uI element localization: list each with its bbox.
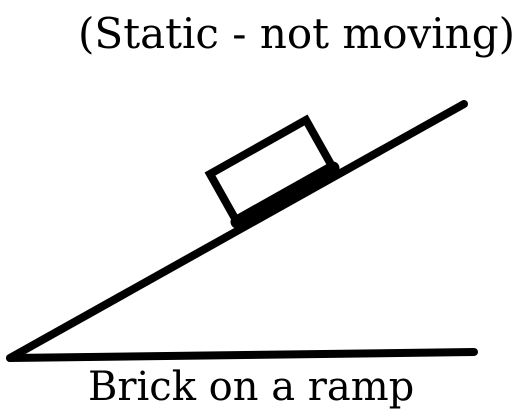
- brick-contact-edge: [230, 161, 340, 229]
- ramp-incline: [6, 100, 468, 362]
- status-label: (Static - not moving): [78, 9, 515, 58]
- ground-line: [6, 348, 478, 362]
- diagram-caption: Brick on a ramp: [88, 364, 415, 410]
